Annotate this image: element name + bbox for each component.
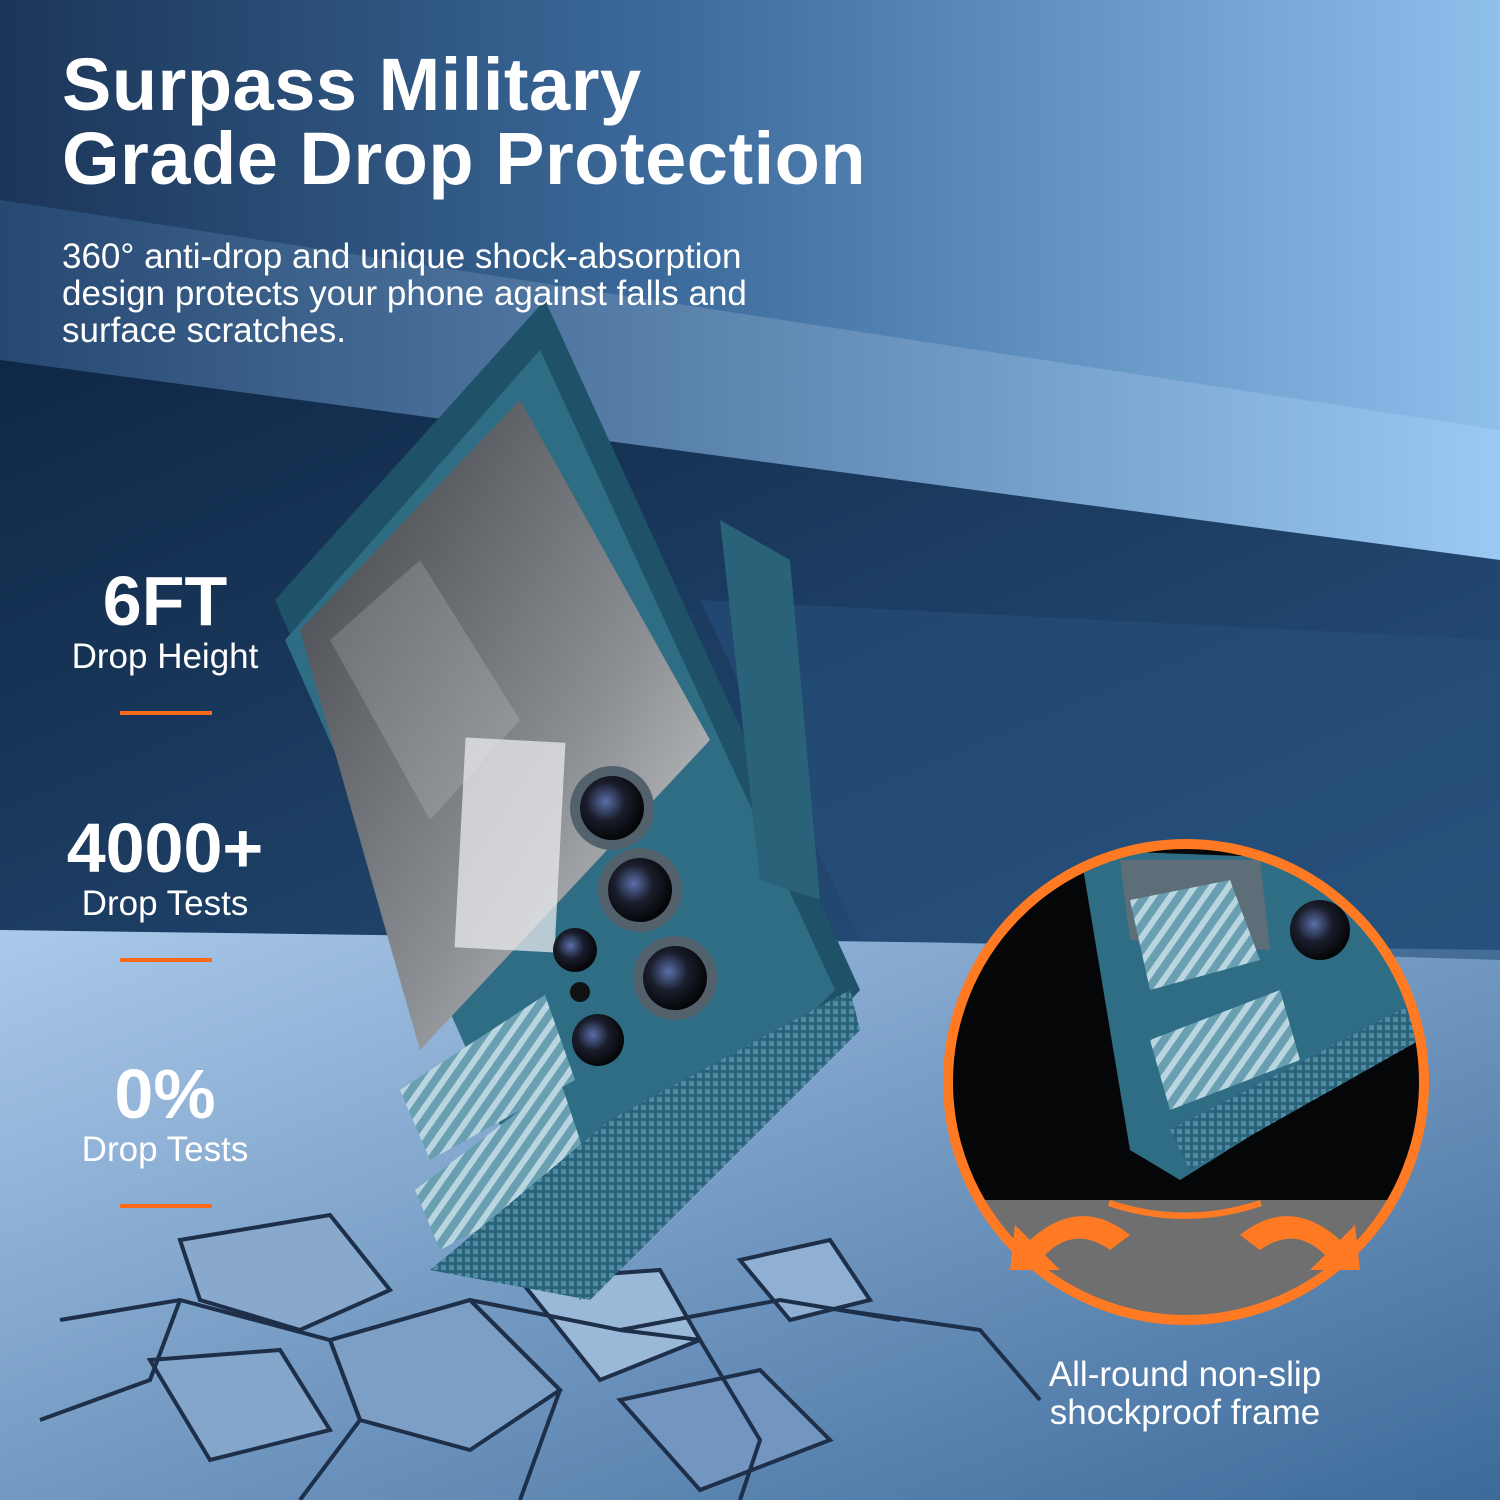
title-line-1: Surpass Military bbox=[62, 43, 642, 126]
stat-label: Drop Height bbox=[71, 637, 259, 676]
stat-divider bbox=[120, 1204, 212, 1208]
stat-failure-rate: 0% Drop Tests bbox=[40, 1055, 290, 1208]
stat-value: 4000+ bbox=[66, 809, 264, 887]
frame-caption: All-round non-slip shockproof frame bbox=[1048, 1355, 1322, 1432]
title-line-2: Grade Drop Protection bbox=[62, 117, 867, 200]
stat-divider bbox=[120, 958, 212, 962]
stat-drop-height: 6FT Drop Height bbox=[40, 562, 290, 715]
phone-case-illustration bbox=[275, 300, 860, 1300]
stat-label: Drop Tests bbox=[81, 884, 249, 923]
stat-label: Drop Tests bbox=[81, 1130, 249, 1169]
stat-value: 6FT bbox=[102, 562, 228, 640]
absorption-arrows-icon bbox=[1010, 1200, 1360, 1270]
cracked-ground-illustration bbox=[39, 1212, 1042, 1500]
subtitle: 360° anti-drop and unique shock-absorpti… bbox=[62, 237, 747, 350]
stat-value: 0% bbox=[114, 1055, 216, 1133]
stat-divider bbox=[120, 711, 212, 715]
page-title: Surpass Military Grade Drop Protection bbox=[62, 48, 866, 196]
stat-drop-tests: 4000+ Drop Tests bbox=[40, 809, 290, 962]
